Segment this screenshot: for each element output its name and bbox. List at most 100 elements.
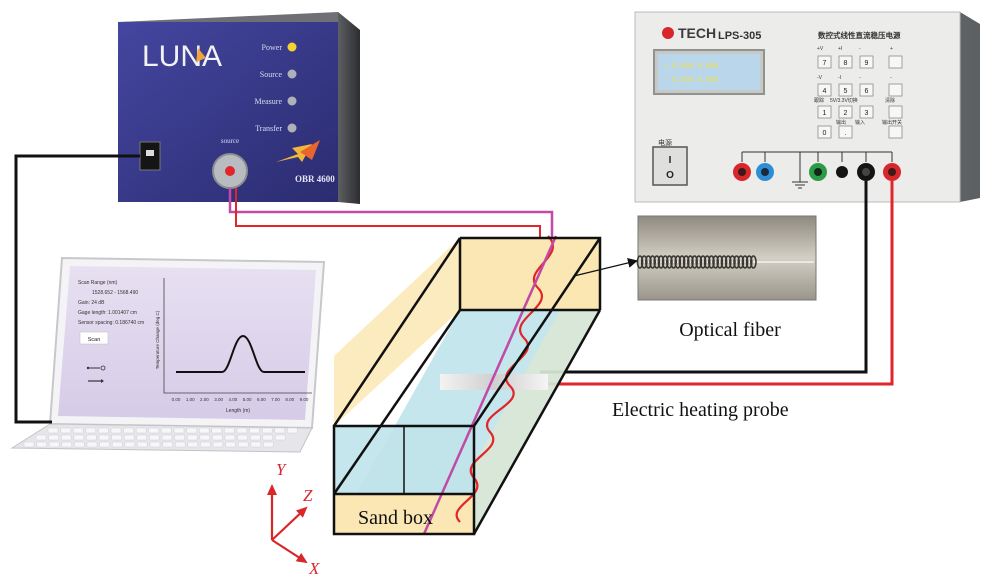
luna-obr-device: LUNA Power Source Measure Transfer sourc… [118, 12, 360, 204]
psu-function-key[interactable] [888, 83, 903, 97]
psu-brand: TECH [678, 25, 716, 41]
psu-key-7[interactable] [817, 55, 832, 69]
keyboard-key [148, 427, 160, 434]
plot-ylabel: Temperature Change (deg C) [155, 310, 160, 369]
keyboard-key [187, 441, 199, 448]
psu-key-6[interactable] [859, 83, 874, 97]
keyboard-key [224, 434, 236, 441]
optical-fiber-label: Optical fiber [679, 319, 781, 341]
coil-loop [653, 255, 661, 269]
keyboard-key [136, 434, 148, 441]
coil-loop [645, 255, 652, 269]
scan-button[interactable] [79, 331, 109, 345]
keyboard-key [162, 441, 173, 448]
psu-key-2[interactable] [838, 105, 853, 119]
psu-power-switch[interactable] [652, 146, 688, 186]
sand-box-edges [332, 236, 602, 536]
plot-xtick: 0.00 [172, 397, 181, 402]
keyboard-key [161, 427, 172, 434]
psu-key-9[interactable] [859, 55, 874, 69]
luna-logo: LUNA [142, 40, 222, 73]
psu-key-3[interactable] [859, 105, 874, 119]
psu-key-8[interactable] [838, 55, 853, 69]
laptop: Scan Range (nm) 1528.652 - 1568.490 Gain… [10, 256, 326, 453]
keyboard-key [287, 427, 298, 434]
fiber-coil-icon [636, 255, 757, 269]
keyboard-key [135, 427, 147, 434]
psu-key-label: 2 [844, 110, 848, 117]
laptop-temperature-plot: Temperature Change (deg C) Length (m) 0.… [155, 278, 312, 414]
sensor-spacing-value: Sensor spacing: 0.186740 cm [78, 320, 144, 326]
key-label-track: 跟踪 [814, 97, 824, 104]
psu-key-5[interactable] [838, 83, 853, 97]
keyboard-key [173, 427, 185, 434]
coil-loop [703, 255, 711, 269]
keyboard-key [149, 441, 161, 448]
x-axis-label: X [308, 559, 320, 578]
psu-device: TECH LPS-305 数控式线性直流稳压电源 + 0.000 0.000 -… [634, 11, 980, 203]
keyboard-key [23, 441, 35, 448]
coil-loop [674, 255, 682, 269]
keyboard-key [262, 434, 274, 441]
luna-model: OBR 4600 [295, 174, 335, 184]
electric-heating-probe [440, 374, 548, 390]
key-label-minus-i: -I [838, 75, 841, 81]
psu-function-key[interactable] [888, 55, 903, 69]
keyboard-key [211, 427, 223, 434]
keyboard-key [186, 434, 198, 441]
laptop-screen [58, 266, 316, 420]
keyboard-key [236, 427, 248, 434]
keyboard-key [98, 427, 109, 434]
scan-range-label: Scan Range (nm) [78, 280, 118, 286]
keyboard-key [124, 441, 136, 448]
psu-keypad: +V +I - + -V -I - - 跟踪 5V/3.3V切换 清除 输出 输… [814, 46, 902, 126]
plot-xtick: 8.00 [285, 397, 294, 402]
transfer-led-icon [287, 123, 297, 133]
optical-fiber-inset: Optical fiber [573, 215, 817, 341]
terminal-small-black[interactable] [836, 166, 848, 178]
led-label-transfer: Transfer [255, 124, 282, 133]
laptop-keys [23, 427, 298, 448]
key-label-minus-2: - [859, 75, 861, 81]
psu-lcd-screen [658, 54, 760, 90]
psu-key-1[interactable] [817, 105, 832, 119]
keyboard-key [86, 441, 98, 448]
psu-function-key[interactable] [888, 125, 903, 139]
coil-loop [716, 255, 724, 269]
psu-model: LPS-305 [718, 30, 761, 42]
keyboard-key [249, 434, 261, 441]
coil-loop [687, 255, 694, 269]
coil-loop [720, 255, 728, 269]
inset-pointer-arrow [573, 258, 638, 277]
keyboard-key [110, 427, 122, 434]
keyboard-key [47, 427, 59, 434]
keyboard-key [123, 427, 134, 434]
laptop-small-icons [86, 365, 106, 383]
keyboard-key [86, 434, 97, 441]
psu-key-label: 9 [865, 60, 869, 67]
keyboard-key [35, 434, 47, 441]
psu-key-4[interactable] [817, 83, 832, 97]
psu-key-.[interactable] [838, 125, 853, 139]
coil-loop [729, 255, 736, 269]
coil-loop [661, 255, 669, 269]
keyboard-key [275, 434, 286, 441]
keyboard-key [60, 434, 72, 441]
led-label-measure: Measure [254, 97, 282, 106]
coil-loop [670, 255, 677, 269]
psu-function-key[interactable] [888, 105, 903, 119]
fiber-lead-red [235, 188, 541, 244]
plot-xtick: 2.00 [200, 397, 209, 402]
psu-key-0[interactable] [817, 125, 832, 139]
keyboard-key [174, 441, 186, 448]
keyboard-key [161, 434, 173, 441]
psu-key-label: 4 [823, 88, 827, 95]
measure-led-icon [287, 96, 297, 106]
gage-length-value: Gage length: 1.001407 cm [78, 310, 137, 316]
sand-box-label: Sand box [358, 507, 433, 529]
key-label-plus-v: +V [817, 46, 824, 52]
fiber-lead-purple [228, 188, 554, 250]
keyboard-key [111, 434, 122, 441]
sand-box: Sand box [332, 235, 602, 536]
